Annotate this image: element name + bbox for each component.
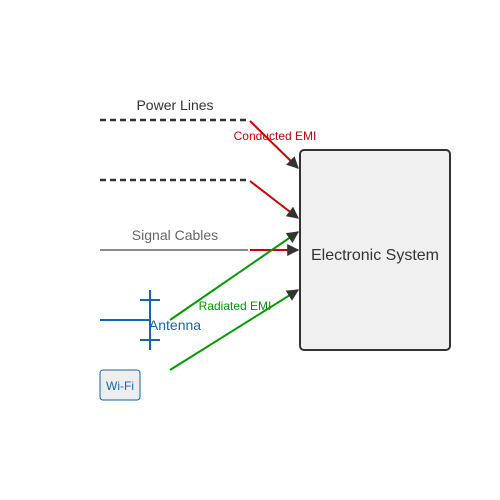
wifi-label: Wi-Fi [106,379,134,393]
antenna-icon [100,290,160,350]
conducted-emi-label: Conducted EMI [234,129,317,143]
electronic-system-box [299,149,451,351]
wifi-icon [99,369,141,401]
radiated-emi-label: Radiated EMI [199,299,272,313]
conducted-emi-arrow-1 [249,120,299,169]
antenna-label: Antenna [149,317,201,333]
electronic-system-label: Electronic System [311,247,439,264]
radiated-emi-arrow-1 [169,231,299,321]
signal-cables-label: Signal Cables [132,227,218,243]
power-lines-label: Power Lines [136,97,213,113]
radiated-emi-arrow-2 [169,289,300,371]
conducted-emi-arrow-2 [249,180,299,219]
